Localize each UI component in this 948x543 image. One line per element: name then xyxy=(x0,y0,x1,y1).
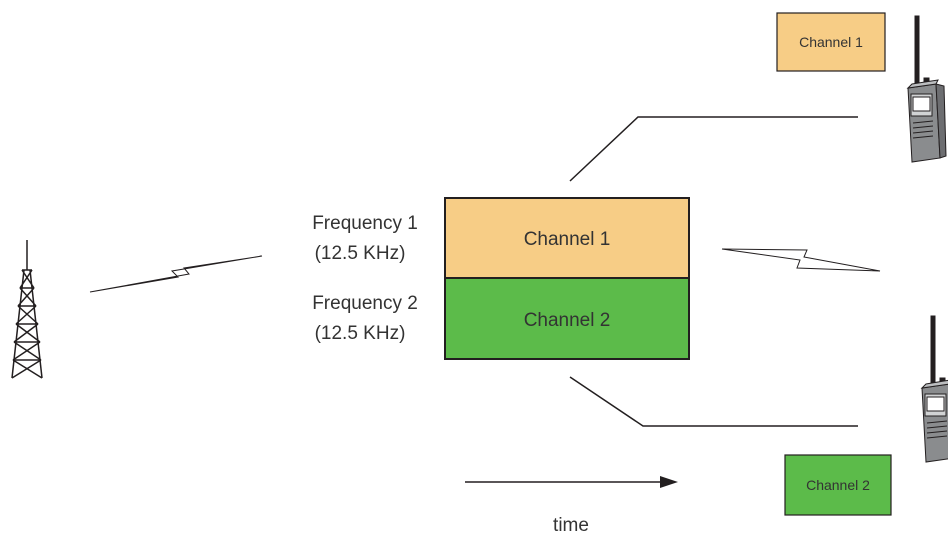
channel-2-label: Channel 2 xyxy=(524,310,611,331)
radio-2-channel-badge xyxy=(784,454,892,516)
frequency-2-bandwidth: (12.5 KHz) xyxy=(315,323,406,344)
time-arrowhead-icon xyxy=(660,476,678,488)
channel-1-label: Channel 1 xyxy=(524,229,611,250)
radio-2-channel-label: Channel 2 xyxy=(806,477,870,493)
channel-1-block xyxy=(444,197,690,279)
frequency-1-bandwidth: (12.5 KHz) xyxy=(315,243,406,264)
frequency-1-name: Frequency 1 xyxy=(312,213,418,234)
time-label: time xyxy=(553,515,589,536)
handheld-radio-icon xyxy=(920,315,948,463)
handheld-radio-icon xyxy=(906,15,947,163)
radio-1-channel-label: Channel 1 xyxy=(799,34,863,50)
lightning-bolt-signal-icon xyxy=(721,248,881,272)
frequency-2-name: Frequency 2 xyxy=(312,293,418,314)
channel-2-block xyxy=(444,277,690,360)
lightning-bolt-signal-icon xyxy=(89,255,263,293)
radio-tower-icon xyxy=(11,240,43,379)
radio-1-channel-badge xyxy=(776,12,886,72)
connector-line-channel-2 xyxy=(569,376,858,427)
connector-line-channel-1 xyxy=(569,116,858,182)
